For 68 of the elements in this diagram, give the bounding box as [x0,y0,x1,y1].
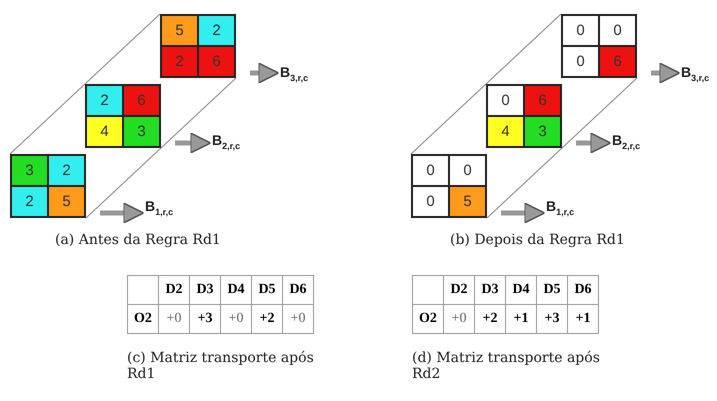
grid-cell: 3 [524,116,561,147]
column-header: D5 [536,276,568,304]
grid-cell: 0 [449,155,486,186]
figure-caption: (b) Depois da Regra Rd1 [450,232,625,248]
matrix-label: B$_{1,r,c}$ [145,198,174,217]
column-header: D6 [282,276,314,304]
grid-cell: 5 [48,186,85,217]
matrix-label: B$_{3,r,c}$ [280,64,308,83]
grid-cell: 6 [524,85,561,116]
matrix-label: B$_{3,r,c}$ [681,64,710,83]
row-header: O2 [128,304,158,334]
grid-layer [160,14,236,78]
grid-cell: 4 [487,116,524,147]
column-header: D4 [220,276,252,304]
grid-cell: 0 [562,15,599,46]
figure-caption: (d) Matriz transporte após Rd2 [412,350,601,382]
matrix-label: B$_{2,r,c}$ [612,132,640,151]
arrow [651,62,680,84]
column-header: D3 [190,276,220,304]
column-header: D5 [252,276,282,304]
table-cell: +3 [190,304,220,334]
table-cell: +0 [444,304,474,334]
grid-layer [85,84,161,148]
table-cell: +2 [474,304,506,334]
grid-layer [10,154,86,218]
grid-cell: 3 [11,155,48,186]
figure-caption: (c) Matriz transporte após Rd1 [127,350,315,382]
grid-cell: 2 [11,186,48,217]
column-header: D2 [444,276,474,304]
grid-cell: 6 [599,46,636,77]
grid-cell: 4 [86,116,123,147]
row-header: O2 [412,304,444,334]
table-cell: +0 [158,304,190,334]
grid-cell: 5 [161,15,198,46]
table-cell: +1 [506,304,536,334]
grid-layer [561,14,637,78]
grid-cell: 0 [562,46,599,77]
arrow [100,202,144,224]
grid-cell: 5 [449,186,486,217]
table-cell: +0 [282,304,314,334]
column-header: D2 [158,276,190,304]
matrix-label: B$_{1,r,c}$ [546,198,574,217]
grid-cell: 2 [48,155,85,186]
grid-cell: 0 [412,155,449,186]
grid-layer [411,154,487,218]
table-cell: +2 [252,304,282,334]
column-header: D4 [506,276,536,304]
figure-caption: (a) Antes da Regra Rd1 [55,232,221,248]
arrow [175,132,212,154]
grid-cell: 2 [161,46,198,77]
arrow [501,202,546,224]
column-header: D6 [568,276,598,304]
table-cell: +1 [568,304,598,334]
matrix-label: B$_{2,r,c}$ [212,132,240,151]
grid-cell: 3 [123,116,160,147]
grid-cell: 6 [123,85,160,116]
grid-cell: 2 [198,15,235,46]
grid-cell: 0 [412,186,449,217]
grid-cell: 0 [599,15,636,46]
column-header: D3 [474,276,506,304]
grid-layer [486,84,562,148]
arrow [576,132,612,154]
arrow [250,62,280,84]
grid-cell: 0 [487,85,524,116]
grid-cell: 2 [86,85,123,116]
table-cell: +3 [536,304,568,334]
grid-cell: 6 [198,46,235,77]
table-cell: +0 [220,304,252,334]
